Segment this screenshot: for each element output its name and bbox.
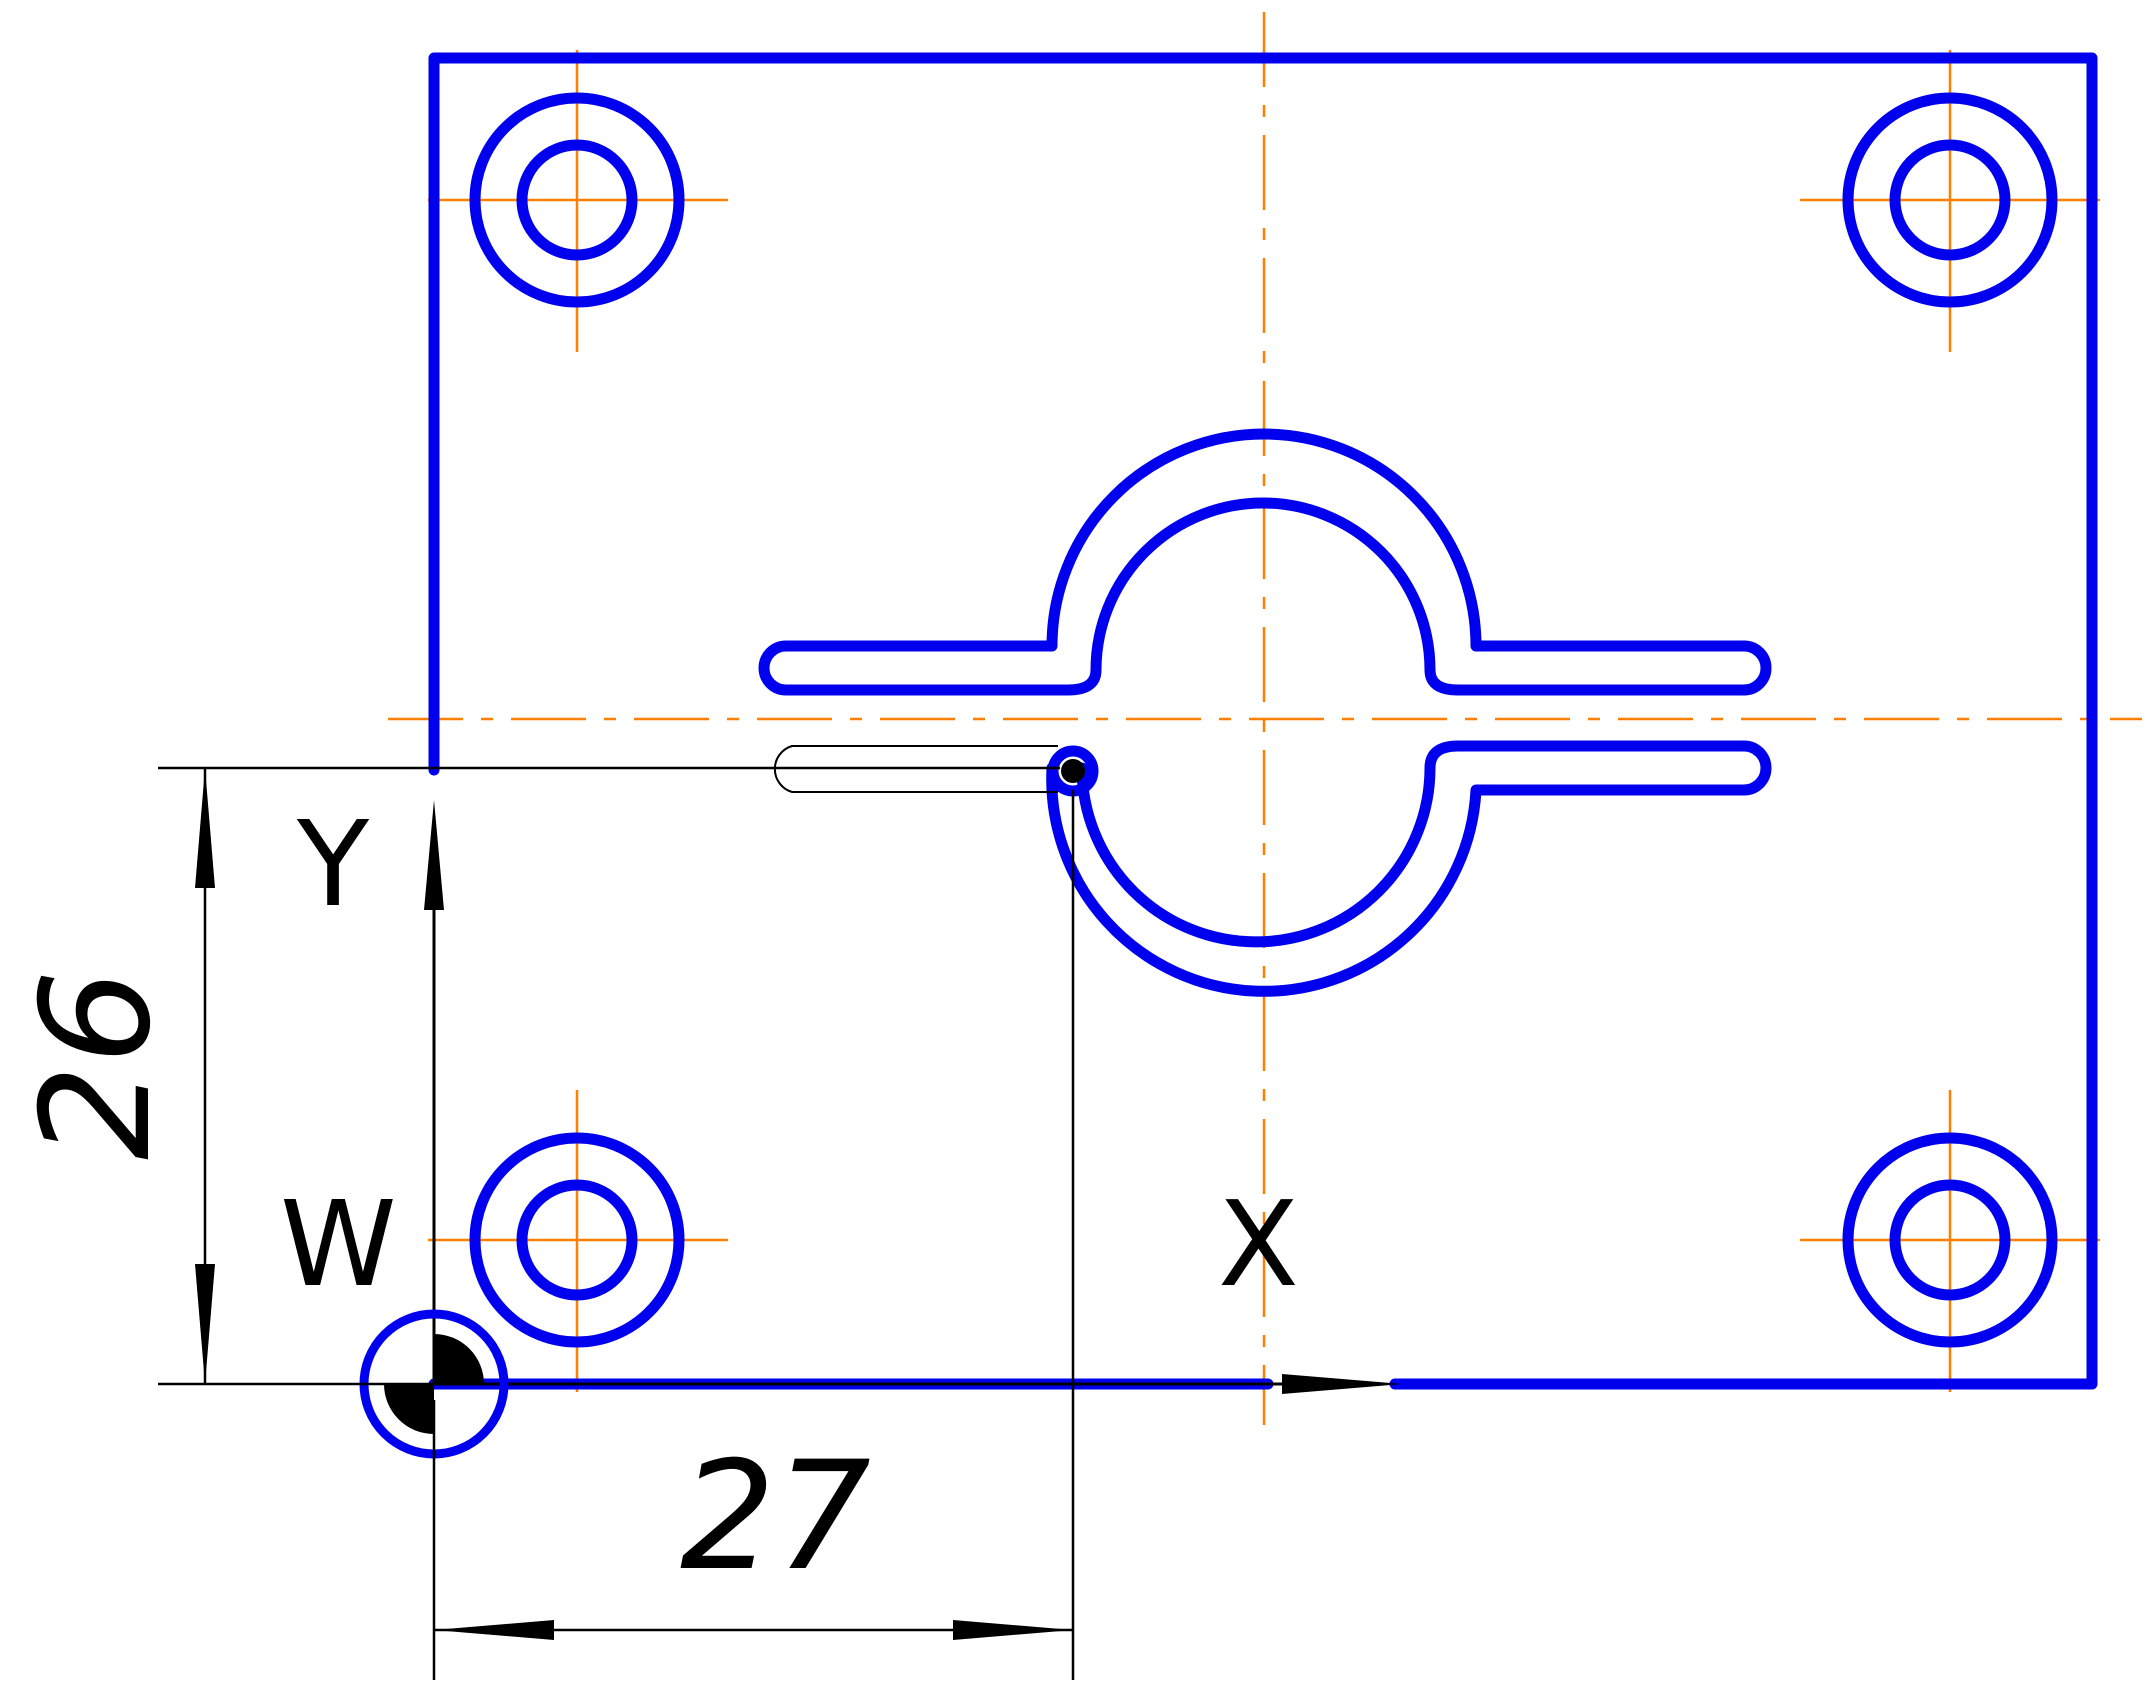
dimension-text-horizontal: 27 — [680, 1430, 871, 1604]
dimension-text-vertical: 26 — [10, 969, 184, 1160]
x-axis-arrowhead — [1282, 1374, 1402, 1394]
dimension-arrow-bottom — [195, 1264, 215, 1384]
axis-label-x: X — [1218, 1175, 1299, 1313]
hole-top-right — [1842, 92, 2058, 308]
dimension-vertical: 26 — [10, 766, 1060, 1386]
hole-bottom-right — [1842, 1132, 2058, 1348]
central-cut-upper — [758, 428, 1772, 696]
axis-label-origin: W — [280, 1175, 397, 1313]
cut-start-dot — [1061, 759, 1085, 783]
y-axis-arrowhead — [424, 800, 444, 910]
hole-bottom-left — [469, 1132, 685, 1348]
dimension-arrow-left — [434, 1620, 554, 1640]
axis-label-y: Y — [296, 795, 370, 933]
central-cut-lower — [1046, 740, 1772, 997]
coordinate-system: Y X W — [280, 795, 1402, 1459]
plate-border — [428, 52, 2098, 1390]
dimension-horizontal: 27 — [432, 790, 1075, 1680]
dimension-arrow-top — [195, 768, 215, 888]
hole-top-left — [469, 92, 685, 308]
dimension-arrow-right — [953, 1620, 1073, 1640]
